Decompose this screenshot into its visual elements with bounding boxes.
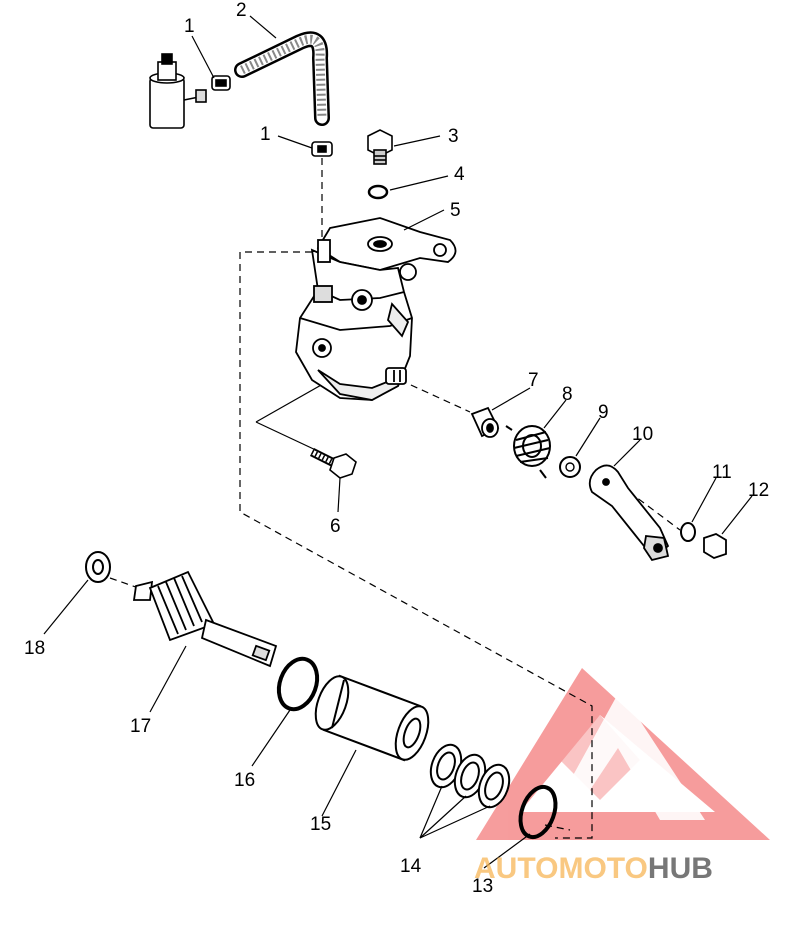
watermark-text: AUTOMOTOHUB — [474, 852, 713, 885]
bushing-15 — [314, 674, 430, 762]
nut-12 — [703, 533, 727, 559]
o-ring-16 — [276, 656, 320, 712]
callout-9: 9 — [598, 402, 609, 423]
spring-8 — [505, 425, 551, 479]
leader-lines — [255, 379, 331, 453]
callout-3: 3 — [448, 126, 459, 147]
callout-15: 15 — [310, 814, 331, 835]
callout-1-lower: 1 — [260, 124, 271, 145]
bolt-3 — [367, 129, 393, 165]
fitting-with-screw — [149, 53, 207, 129]
callout-6: 6 — [330, 516, 341, 537]
oil-hose — [234, 31, 330, 126]
spacer-7 — [470, 406, 500, 438]
callout-4: 4 — [454, 164, 465, 185]
callout-18: 18 — [24, 638, 45, 659]
watermark-text-automoto: AUTOMOTO — [474, 852, 648, 885]
callout-14: 14 — [400, 856, 422, 877]
hose-clamp-upper — [211, 75, 231, 91]
shims-14 — [429, 743, 511, 809]
svg-text:AUTOMOTOHUB: AUTOMOTOHUB — [474, 852, 713, 885]
callout-8: 8 — [562, 384, 573, 405]
callout-1-upper: 1 — [184, 16, 195, 37]
callout-17: 17 — [130, 716, 151, 737]
watermark-logo — [476, 668, 770, 840]
callout-12: 12 — [748, 480, 769, 501]
o-ring-13 — [518, 784, 558, 840]
control-lever-10 — [588, 464, 670, 562]
mounting-screw-6 — [309, 447, 357, 479]
washer-18 — [85, 551, 111, 583]
oil-pump-body — [295, 217, 457, 401]
callout-numbers: 1 2 1 3 4 5 7 8 9 10 11 12 6 18 17 16 15… — [24, 0, 769, 897]
callout-16: 16 — [234, 770, 255, 791]
callout-2: 2 — [236, 0, 247, 21]
callout-10: 10 — [632, 424, 653, 445]
callout-11: 11 — [712, 462, 732, 483]
callout-7: 7 — [528, 370, 539, 391]
drive-gear-shaft-17 — [132, 570, 278, 668]
washer-4 — [367, 184, 389, 200]
callout-13: 13 — [472, 876, 493, 897]
callout-leaders — [43, 15, 753, 869]
hose-clamp-lower — [311, 141, 333, 157]
watermark-text-hub: HUB — [648, 852, 713, 885]
callout-5: 5 — [450, 200, 461, 221]
washer-9-hole — [565, 462, 575, 472]
washer-11 — [680, 522, 696, 542]
